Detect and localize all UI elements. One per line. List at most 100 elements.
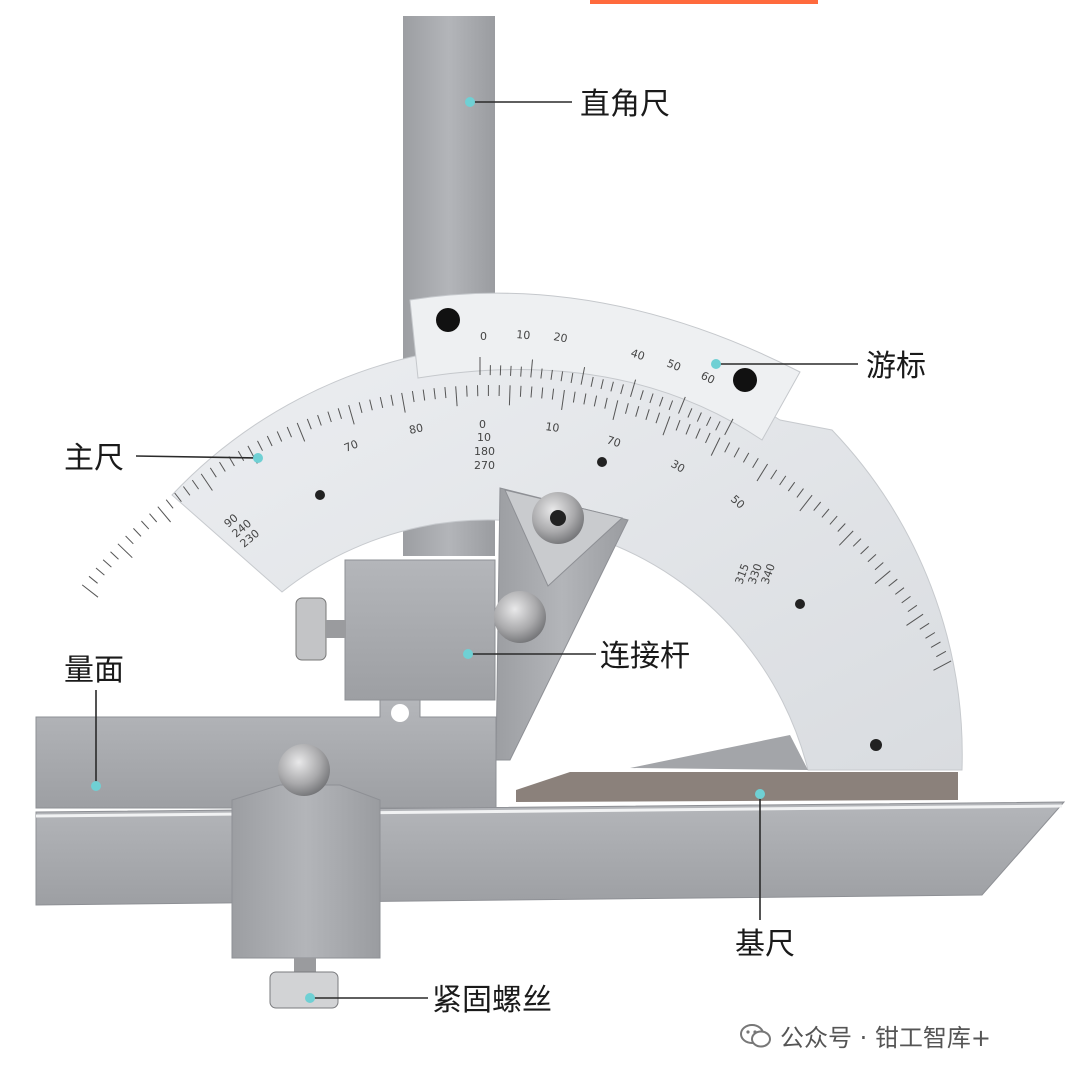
main-scale-tick — [901, 595, 911, 604]
main-scale-tick — [219, 461, 226, 472]
main-scale-tick — [852, 538, 862, 547]
main-scale-tick — [257, 440, 263, 451]
plate-rivet — [597, 457, 607, 467]
label-square: 直角尺 — [580, 87, 670, 122]
steel-wedge — [630, 735, 808, 770]
scale-number: 0 — [479, 418, 486, 431]
vernier-tick — [659, 396, 664, 407]
main-scale-tick — [530, 386, 533, 398]
main-scale-tick — [813, 501, 822, 511]
main-scale-tick — [930, 641, 941, 648]
main-scale-tick — [337, 408, 342, 419]
vernier-number: 40 — [629, 346, 646, 363]
vernier-tick — [715, 421, 721, 431]
main-scale-tick — [742, 452, 750, 463]
vernier-number: 0 — [480, 330, 487, 343]
main-scale-tick — [779, 475, 787, 486]
plate-rivet — [795, 599, 805, 609]
main-scale-tick — [821, 508, 830, 518]
main-scale-tick — [907, 604, 918, 613]
main-scale-tick — [444, 387, 447, 399]
scale-number: 10 — [477, 431, 491, 444]
main-scale-tick — [88, 575, 98, 584]
main-scale-tick — [369, 399, 373, 411]
vernier-tick — [687, 408, 693, 418]
lower-clamp-block — [231, 784, 381, 959]
main-scale-tick — [906, 613, 924, 626]
main-scale-tick — [237, 450, 245, 461]
scale-number: 180 — [474, 445, 495, 458]
vernier-tick — [724, 418, 734, 436]
scale-number: 70 — [605, 433, 622, 450]
main-scale-tick — [276, 431, 283, 442]
main-scale-tick — [625, 403, 629, 414]
main-scale-tick — [551, 388, 555, 400]
main-scale-tick — [829, 515, 838, 525]
main-scale-tick — [348, 404, 355, 425]
measuring-face-notch — [391, 704, 409, 722]
plate-rivet — [870, 739, 882, 751]
main-scale-tick — [770, 469, 778, 480]
main-scale-tick — [733, 447, 740, 458]
main-scale-tick — [455, 386, 458, 407]
vernier-tick — [510, 365, 512, 376]
vernier-tick — [630, 379, 637, 397]
main-scale-tick — [466, 385, 468, 397]
brass-wedge — [516, 772, 958, 802]
wechat-icon — [740, 1023, 772, 1049]
vernier-number: 60 — [699, 369, 717, 387]
vernier-tick — [560, 371, 564, 382]
main-scale-tick — [612, 400, 619, 421]
watermark-text: 公众号 · 钳工智库+ — [780, 1024, 991, 1052]
vernier-scale-numbers: 0 10 20 40 50 60 — [480, 328, 717, 387]
main-scale-tick — [149, 513, 158, 523]
main-scale-tick — [860, 546, 869, 555]
label-connecting-rod: 连接杆 — [600, 639, 690, 674]
vernier-screw-left — [436, 308, 460, 332]
vernier-number: 20 — [552, 330, 568, 345]
main-scale-tick — [593, 395, 598, 407]
main-scale-tick — [266, 435, 273, 447]
main-scale-tick — [286, 426, 292, 438]
main-scale-tick — [874, 562, 884, 571]
watermark: 公众号 · 钳工智库+ — [740, 1018, 991, 1053]
main-scale-tick — [874, 570, 891, 584]
main-scale-tick — [710, 437, 721, 456]
base-ruler — [35, 801, 1066, 906]
scale-number: 80 — [408, 421, 424, 437]
main-scale-tick — [519, 385, 522, 397]
main-scale-tick — [604, 397, 608, 409]
top-accent-bar — [590, 0, 818, 4]
side-screw-shaft — [326, 620, 346, 638]
main-scale-tick — [165, 499, 174, 509]
main-scale-tick — [645, 409, 650, 420]
locking-screw — [269, 971, 339, 1009]
label-main-scale: 主尺 — [64, 441, 124, 476]
main-scale-tick — [655, 412, 661, 424]
main-scale-tick — [541, 387, 544, 399]
main-scale-tick — [327, 411, 332, 423]
label-vernier: 游标 — [866, 349, 926, 384]
label-base-ruler: 基尺 — [735, 927, 795, 962]
main-scale-tick — [95, 567, 105, 576]
main-scale-tick — [200, 473, 213, 491]
main-scale-tick — [411, 391, 415, 403]
main-scale-tick — [508, 385, 511, 406]
main-scale-tick — [867, 554, 877, 563]
main-scale-tick — [752, 458, 759, 469]
main-scale-tick — [390, 394, 394, 406]
vernier-tick — [590, 376, 594, 387]
plate-rivet — [315, 490, 325, 500]
scale-number: 30 — [669, 457, 688, 475]
main-scale-tick — [685, 424, 691, 435]
main-scale-tick — [422, 389, 426, 401]
vernier-tick — [580, 367, 586, 385]
main-scale-tick — [174, 492, 182, 503]
main-scale-numbers: 70 80 0 10 70 30 50 10 180 270 90 240 23… — [222, 418, 778, 586]
main-scale-tick — [401, 392, 406, 413]
main-scale-tick — [317, 414, 322, 426]
leader-main-scale — [135, 455, 259, 459]
main-scale-tick — [799, 494, 813, 512]
